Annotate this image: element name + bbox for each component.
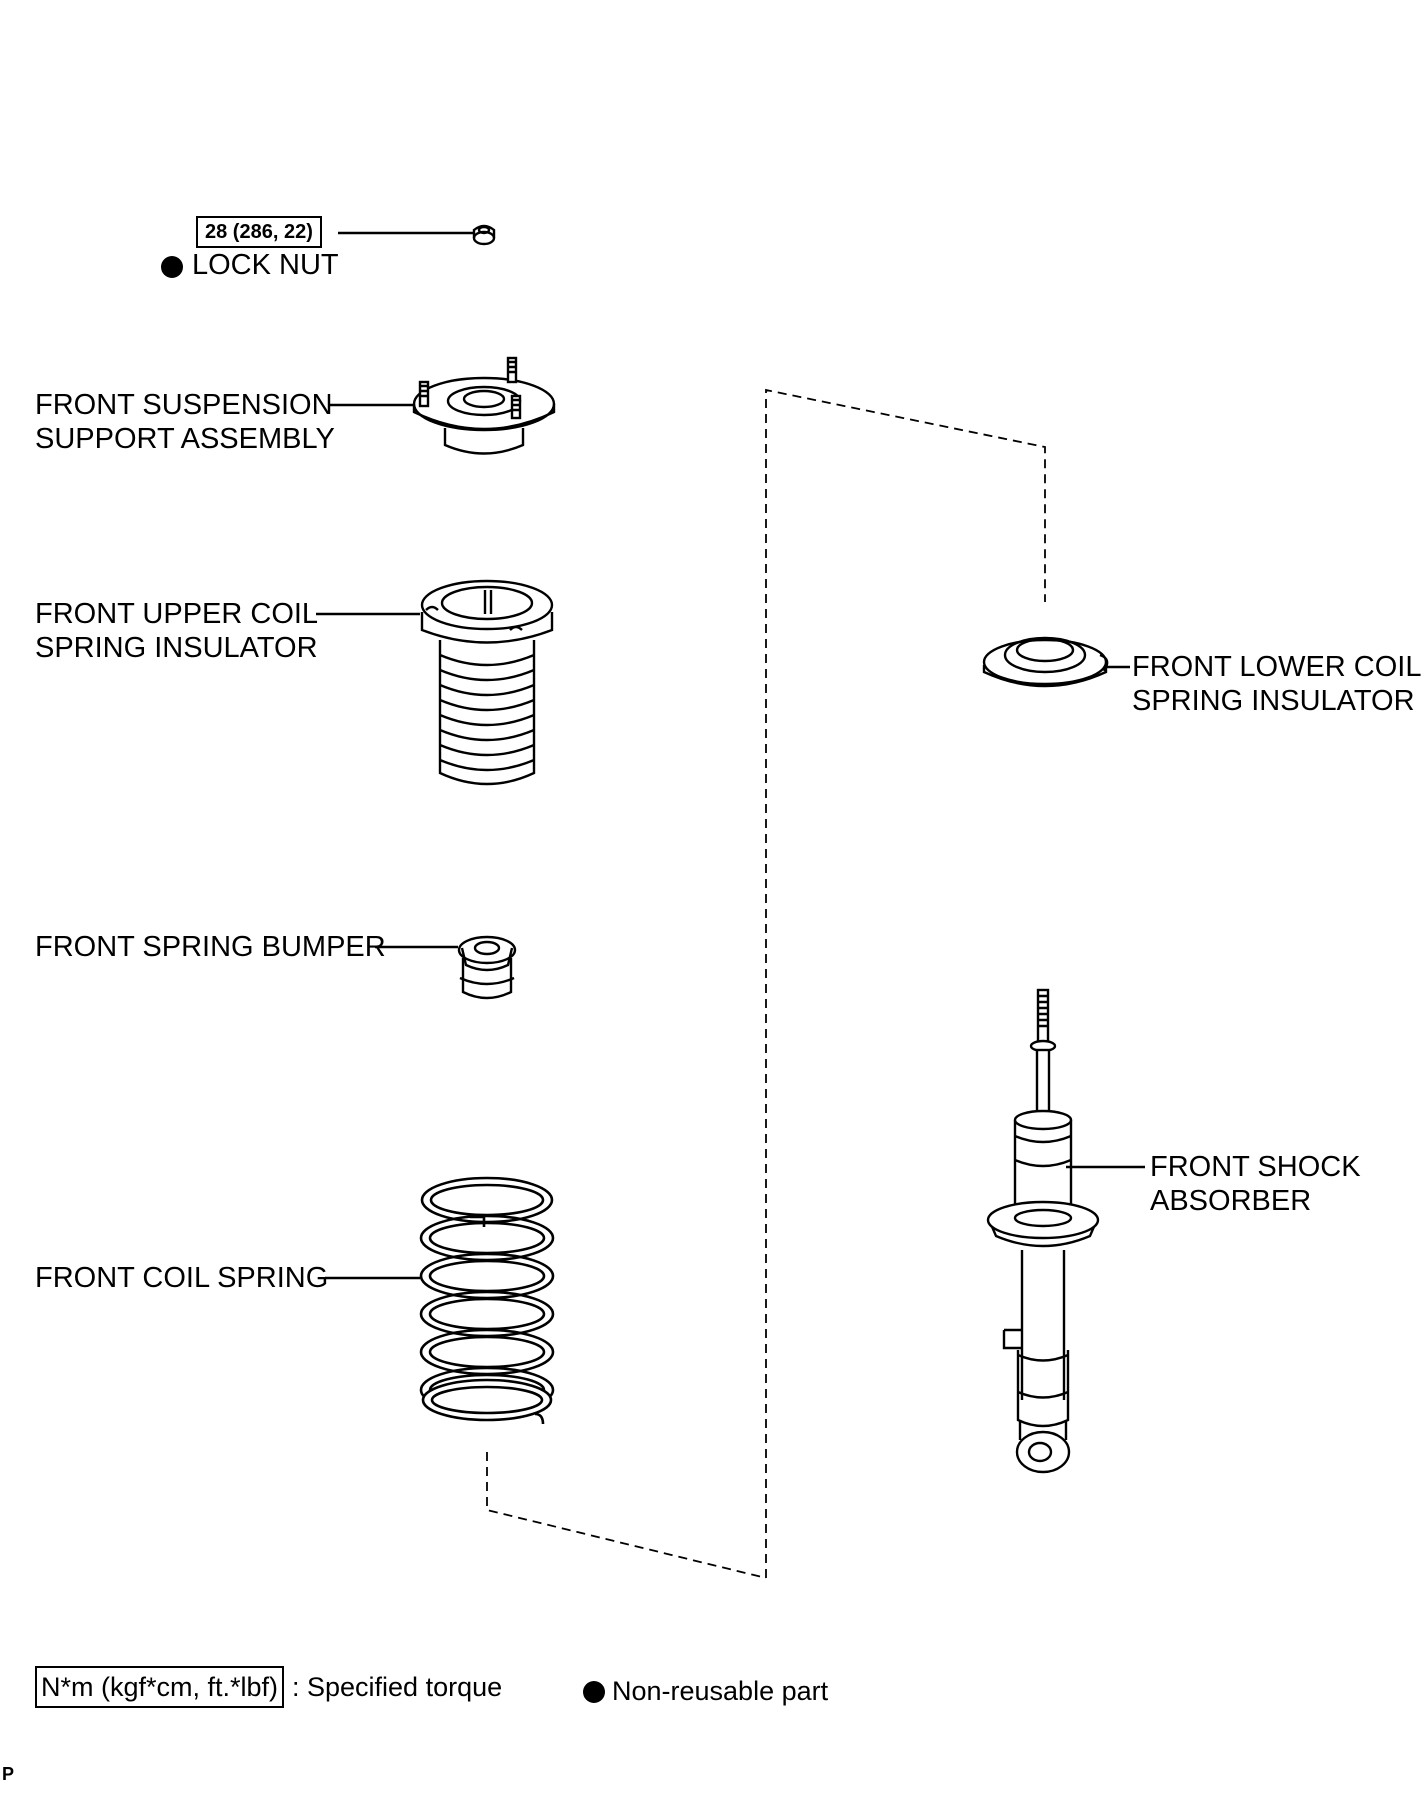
legend-non-reusable-description: Non-reusable part — [612, 1676, 829, 1706]
spring-bumper-label: FRONT SPRING BUMPER — [35, 931, 386, 963]
legend-non-reusable-dot-icon — [583, 1681, 605, 1703]
legend-torque-units-box: N*m (kgf*cm, ft.*lbf) — [35, 1666, 285, 1708]
lower-insulator-label-line1: FRONT LOWER COIL — [1132, 651, 1422, 683]
coil-spring-label: FRONT COIL SPRING — [35, 1262, 329, 1294]
upper-insulator-label-line2: SPRING INSULATOR — [35, 632, 318, 664]
lock-nut-label: LOCK NUT — [192, 249, 339, 281]
suspension-support-label-line1: FRONT SUSPENSION — [35, 389, 333, 421]
legend-torque-description: : Specified torque — [292, 1672, 503, 1702]
suspension-support-label-line2: SUPPORT ASSEMBLY — [35, 423, 335, 455]
upper-insulator-label-line1: FRONT UPPER COIL — [35, 598, 319, 630]
alignment-dashed-lines — [486, 388, 1046, 1579]
shock-absorber-label-line2: ABSORBER — [1150, 1185, 1312, 1217]
spring-bumper-part — [457, 935, 517, 1000]
shock-absorber-label-line1: FRONT SHOCK — [1150, 1151, 1361, 1183]
corner-mark: P — [2, 1764, 15, 1784]
lower-insulator-part — [982, 636, 1109, 688]
upper-insulator-part — [420, 579, 554, 786]
coil-spring-part — [419, 1176, 555, 1425]
non-reusable-dot-icon — [161, 256, 183, 278]
torque-spec-box: 28 (286, 22) — [196, 216, 322, 248]
lower-insulator-label-line2: SPRING INSULATOR — [1132, 685, 1415, 717]
lock-nut-part — [472, 224, 496, 246]
suspension-support-part — [412, 356, 556, 455]
shock-absorber-part — [986, 988, 1100, 1474]
